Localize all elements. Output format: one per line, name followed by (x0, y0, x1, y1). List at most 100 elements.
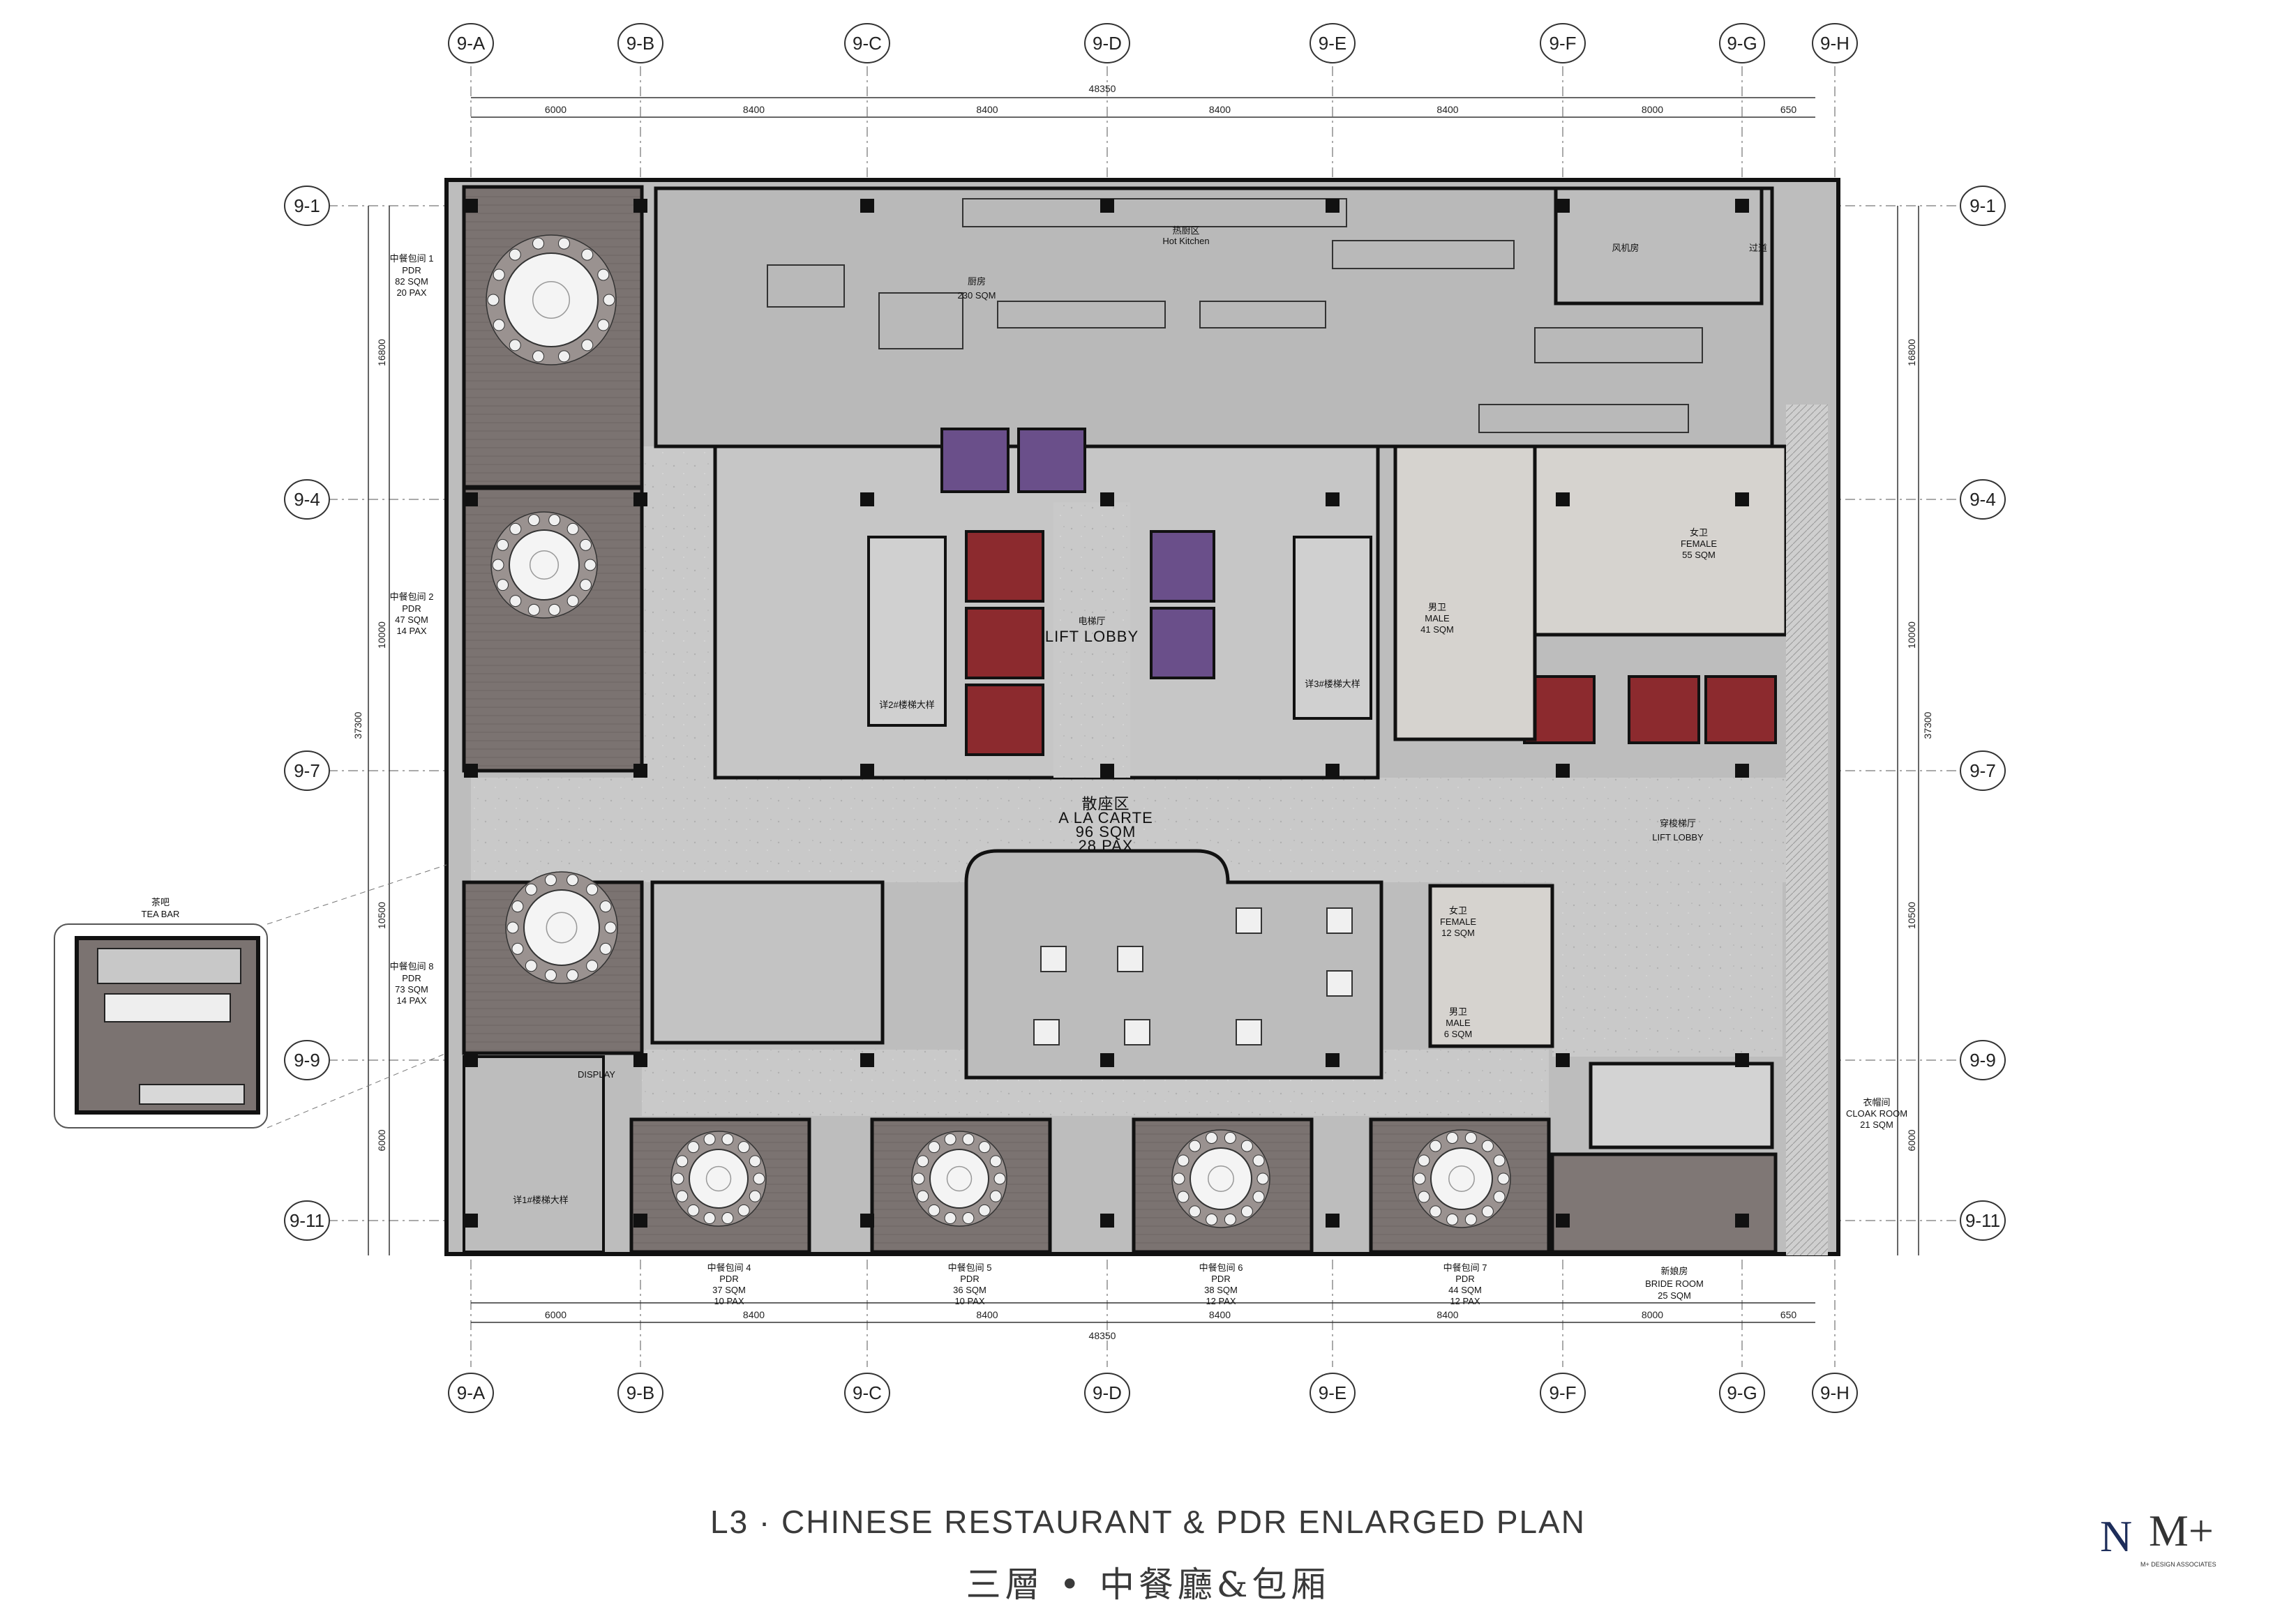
grid-bubble (1812, 23, 1858, 63)
dimension-label: 8400 (743, 104, 765, 115)
chair (567, 969, 579, 981)
grid-bubble (1960, 186, 2006, 226)
chair (749, 1155, 761, 1168)
male-toilet (1393, 444, 1537, 741)
display-label: DISPLAY (578, 1069, 615, 1080)
male2-area: 6 SQM (1444, 1029, 1472, 1039)
chair (1446, 1132, 1459, 1145)
logo-subtitle: M+ DESIGN ASSOCIATES (2140, 1561, 2216, 1568)
tea-bar-inset: 茶吧 TEA BAR (54, 864, 447, 1128)
east-facade-hatch (1786, 405, 1828, 1255)
chair (993, 1172, 1006, 1185)
chair (1252, 1191, 1265, 1203)
lifts-purple (940, 428, 1215, 679)
male2-en: MALE (1446, 1018, 1471, 1028)
grid-label: 9-11 (1965, 1210, 2000, 1231)
structural-column (1100, 1053, 1114, 1067)
chair (567, 595, 579, 607)
chair (493, 269, 505, 281)
lift-car (940, 428, 1010, 493)
lift-car (1017, 428, 1086, 493)
lift-car (1150, 607, 1215, 679)
structural-column (633, 492, 647, 506)
structural-column (860, 764, 874, 778)
chair (1256, 1172, 1269, 1185)
round-table (523, 889, 600, 966)
grid-label: 9-A (457, 1382, 486, 1403)
chair (1418, 1191, 1430, 1203)
structural-column (633, 1053, 647, 1067)
pdr5-cn: 中餐包间 5 (948, 1262, 992, 1273)
four-top-table (1124, 1019, 1150, 1045)
grid-bubble (1960, 1200, 2006, 1241)
structural-column (1735, 199, 1749, 213)
chair (944, 1212, 956, 1225)
pdr7-area: 44 SQM (1448, 1285, 1482, 1295)
chair (1497, 1172, 1510, 1185)
toilet-small (1428, 884, 1554, 1048)
chair (1481, 1205, 1494, 1218)
round-table (504, 252, 599, 347)
male-en: MALE (1425, 613, 1450, 624)
chair (544, 969, 557, 981)
grid-bubble (844, 1373, 890, 1413)
bride-en: BRIDE ROOM (1645, 1278, 1704, 1289)
chair (1493, 1154, 1506, 1167)
chair (721, 1133, 734, 1145)
grid-label: 9-A (457, 33, 486, 54)
chair (525, 883, 537, 896)
chair (581, 248, 594, 261)
pdr4-pax: 10 PAX (714, 1296, 744, 1306)
chair (509, 522, 522, 535)
lift-lobby-en: LIFT LOBBY (1045, 628, 1139, 645)
chair (1446, 1213, 1459, 1225)
chair (928, 1141, 940, 1154)
female2-cn: 女卫 (1449, 905, 1467, 916)
chair (749, 1190, 761, 1202)
chair (599, 900, 612, 913)
chair (962, 1133, 975, 1145)
dimension-label: 8400 (1436, 104, 1458, 115)
cloak-room (1589, 1062, 1774, 1149)
pdr1-en: PDR (402, 265, 421, 275)
pdr1-cn: 中餐包间 1 (390, 253, 434, 264)
cloak-area: 21 SQM (1860, 1119, 1893, 1130)
grid-bubble (1310, 23, 1356, 63)
chair (584, 559, 596, 571)
grid-label: 9-F (1550, 1382, 1577, 1403)
stair1-label: 详1#楼梯大样 (513, 1195, 568, 1205)
chair (1430, 1205, 1442, 1218)
tea-bar-cn: 茶吧 (151, 897, 170, 907)
total-height-left: 37300 (352, 711, 363, 739)
pdr8-pax: 14 PAX (396, 995, 426, 1006)
dimension-label: 8000 (1642, 1309, 1663, 1320)
lift-car (1704, 675, 1777, 744)
chair (525, 960, 537, 972)
plan-title-chinese: 三層 • 中餐廳&包厢 (966, 1564, 1330, 1605)
lift-car (965, 607, 1044, 679)
chair (493, 319, 505, 331)
grid-label: 9-F (1550, 33, 1577, 54)
grid-bubble (1084, 1373, 1130, 1413)
grid-bubble (448, 1373, 494, 1413)
structural-column (633, 764, 647, 778)
chair (1189, 1205, 1201, 1218)
grid-label: 9-C (853, 33, 882, 54)
chair (978, 1141, 991, 1154)
pdr4-cn: 中餐包间 4 (707, 1262, 751, 1273)
chair (1240, 1140, 1253, 1152)
pdr2-area: 47 SQM (395, 614, 428, 625)
chair (599, 942, 612, 955)
pdr8-area: 73 SQM (395, 984, 428, 995)
female2-en: FEMALE (1440, 916, 1476, 927)
dimension-label: 10000 (376, 621, 387, 649)
lift-car (1628, 675, 1700, 744)
structural-column (464, 1214, 478, 1228)
grid-bubble (1960, 750, 2006, 791)
chair (721, 1212, 734, 1225)
structural-column (1556, 1214, 1570, 1228)
structural-column (1100, 764, 1114, 778)
pdr4-area: 37 SQM (712, 1285, 746, 1295)
structural-column (1556, 764, 1570, 778)
stair-core (463, 536, 1372, 1253)
